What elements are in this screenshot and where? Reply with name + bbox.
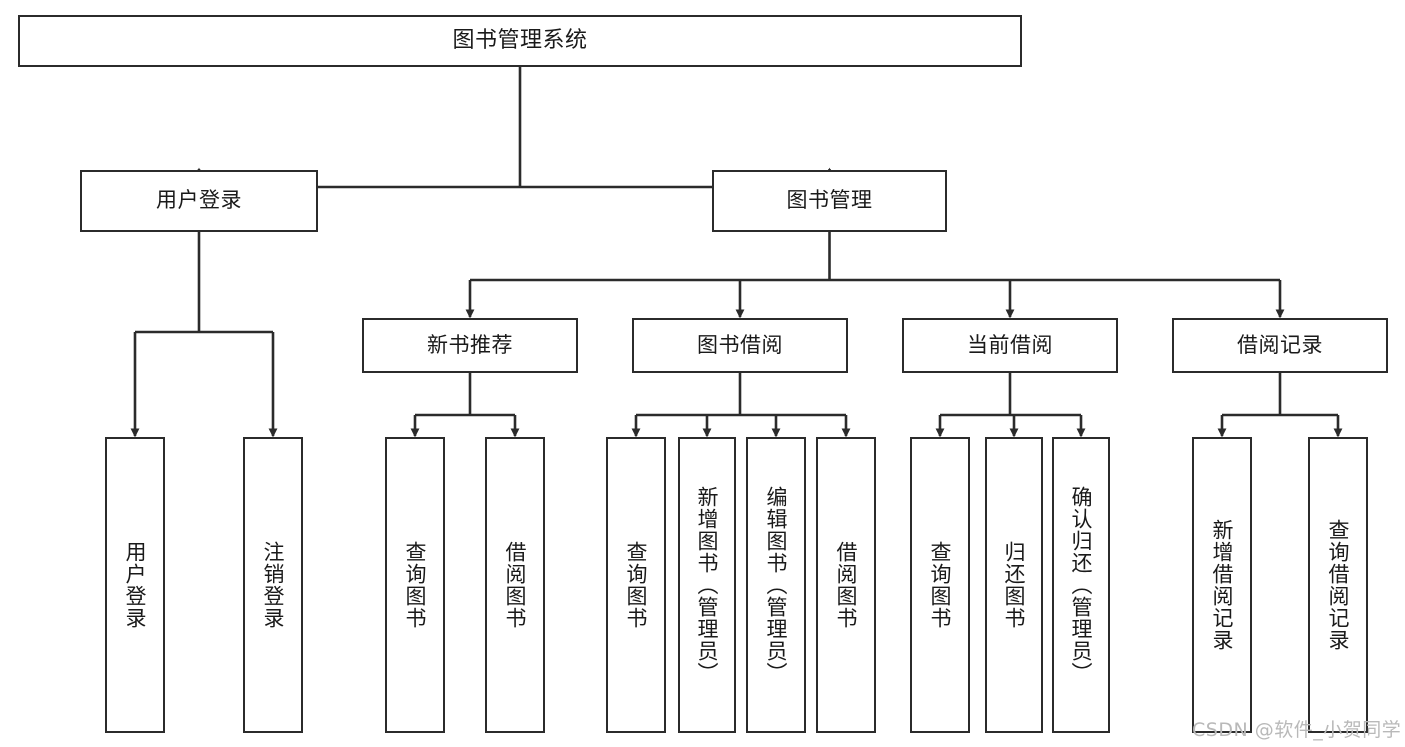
node-leaf-12[interactable]: 新增借阅记录 xyxy=(1192,437,1252,733)
node-leaf-6[interactable]: 新增图书（管理员） xyxy=(678,437,736,733)
node-label: 借阅图书 xyxy=(503,541,528,629)
node-leaf-11[interactable]: 确认归还（管理员） xyxy=(1052,437,1110,733)
node-label: 查询图书 xyxy=(624,541,649,629)
connector-lines xyxy=(130,67,1343,438)
node-label: 图书管理 xyxy=(786,188,873,213)
node-root[interactable]: 图书管理系统 xyxy=(18,15,1022,67)
node-label: 借阅图书 xyxy=(834,541,859,629)
node-label: 新增图书（管理员） xyxy=(695,486,720,684)
node-login[interactable]: 用户登录 xyxy=(80,170,318,232)
node-bookmgmt[interactable]: 图书管理 xyxy=(712,170,947,232)
node-leaf-7[interactable]: 编辑图书（管理员） xyxy=(746,437,806,733)
node-label: 查询借阅记录 xyxy=(1326,519,1351,651)
node-label: 图书管理系统 xyxy=(452,27,588,53)
node-leaf-8[interactable]: 借阅图书 xyxy=(816,437,876,733)
node-leaf-5[interactable]: 查询图书 xyxy=(606,437,666,733)
node-current[interactable]: 当前借阅 xyxy=(902,318,1118,373)
csdn-watermark: CSDN @软件_小贺同学 xyxy=(1192,719,1402,741)
node-label: 借阅记录 xyxy=(1237,332,1323,357)
node-newbook[interactable]: 新书推荐 xyxy=(362,318,578,373)
node-label: 归还图书 xyxy=(1002,541,1027,629)
node-leaf-10[interactable]: 归还图书 xyxy=(985,437,1043,733)
node-label: 用户登录 xyxy=(156,188,242,213)
node-label: 当前借阅 xyxy=(967,332,1053,357)
node-leaf-4[interactable]: 借阅图书 xyxy=(485,437,545,733)
node-borrow[interactable]: 图书借阅 xyxy=(632,318,848,373)
node-label: 用户登录 xyxy=(123,541,148,629)
node-label: 新书推荐 xyxy=(427,332,513,357)
node-label: 图书借阅 xyxy=(697,332,783,357)
node-label: 查询图书 xyxy=(928,541,953,629)
node-leaf-2[interactable]: 注销登录 xyxy=(243,437,303,733)
node-leaf-13[interactable]: 查询借阅记录 xyxy=(1308,437,1368,733)
node-label: 确认归还（管理员） xyxy=(1069,486,1094,684)
node-records[interactable]: 借阅记录 xyxy=(1172,318,1388,373)
node-leaf-1[interactable]: 用户登录 xyxy=(105,437,165,733)
node-label: 新增借阅记录 xyxy=(1210,519,1235,651)
node-label: 注销登录 xyxy=(261,541,286,629)
node-label: 编辑图书（管理员） xyxy=(764,486,789,684)
node-leaf-9[interactable]: 查询图书 xyxy=(910,437,970,733)
node-leaf-3[interactable]: 查询图书 xyxy=(385,437,445,733)
node-label: 查询图书 xyxy=(403,541,428,629)
